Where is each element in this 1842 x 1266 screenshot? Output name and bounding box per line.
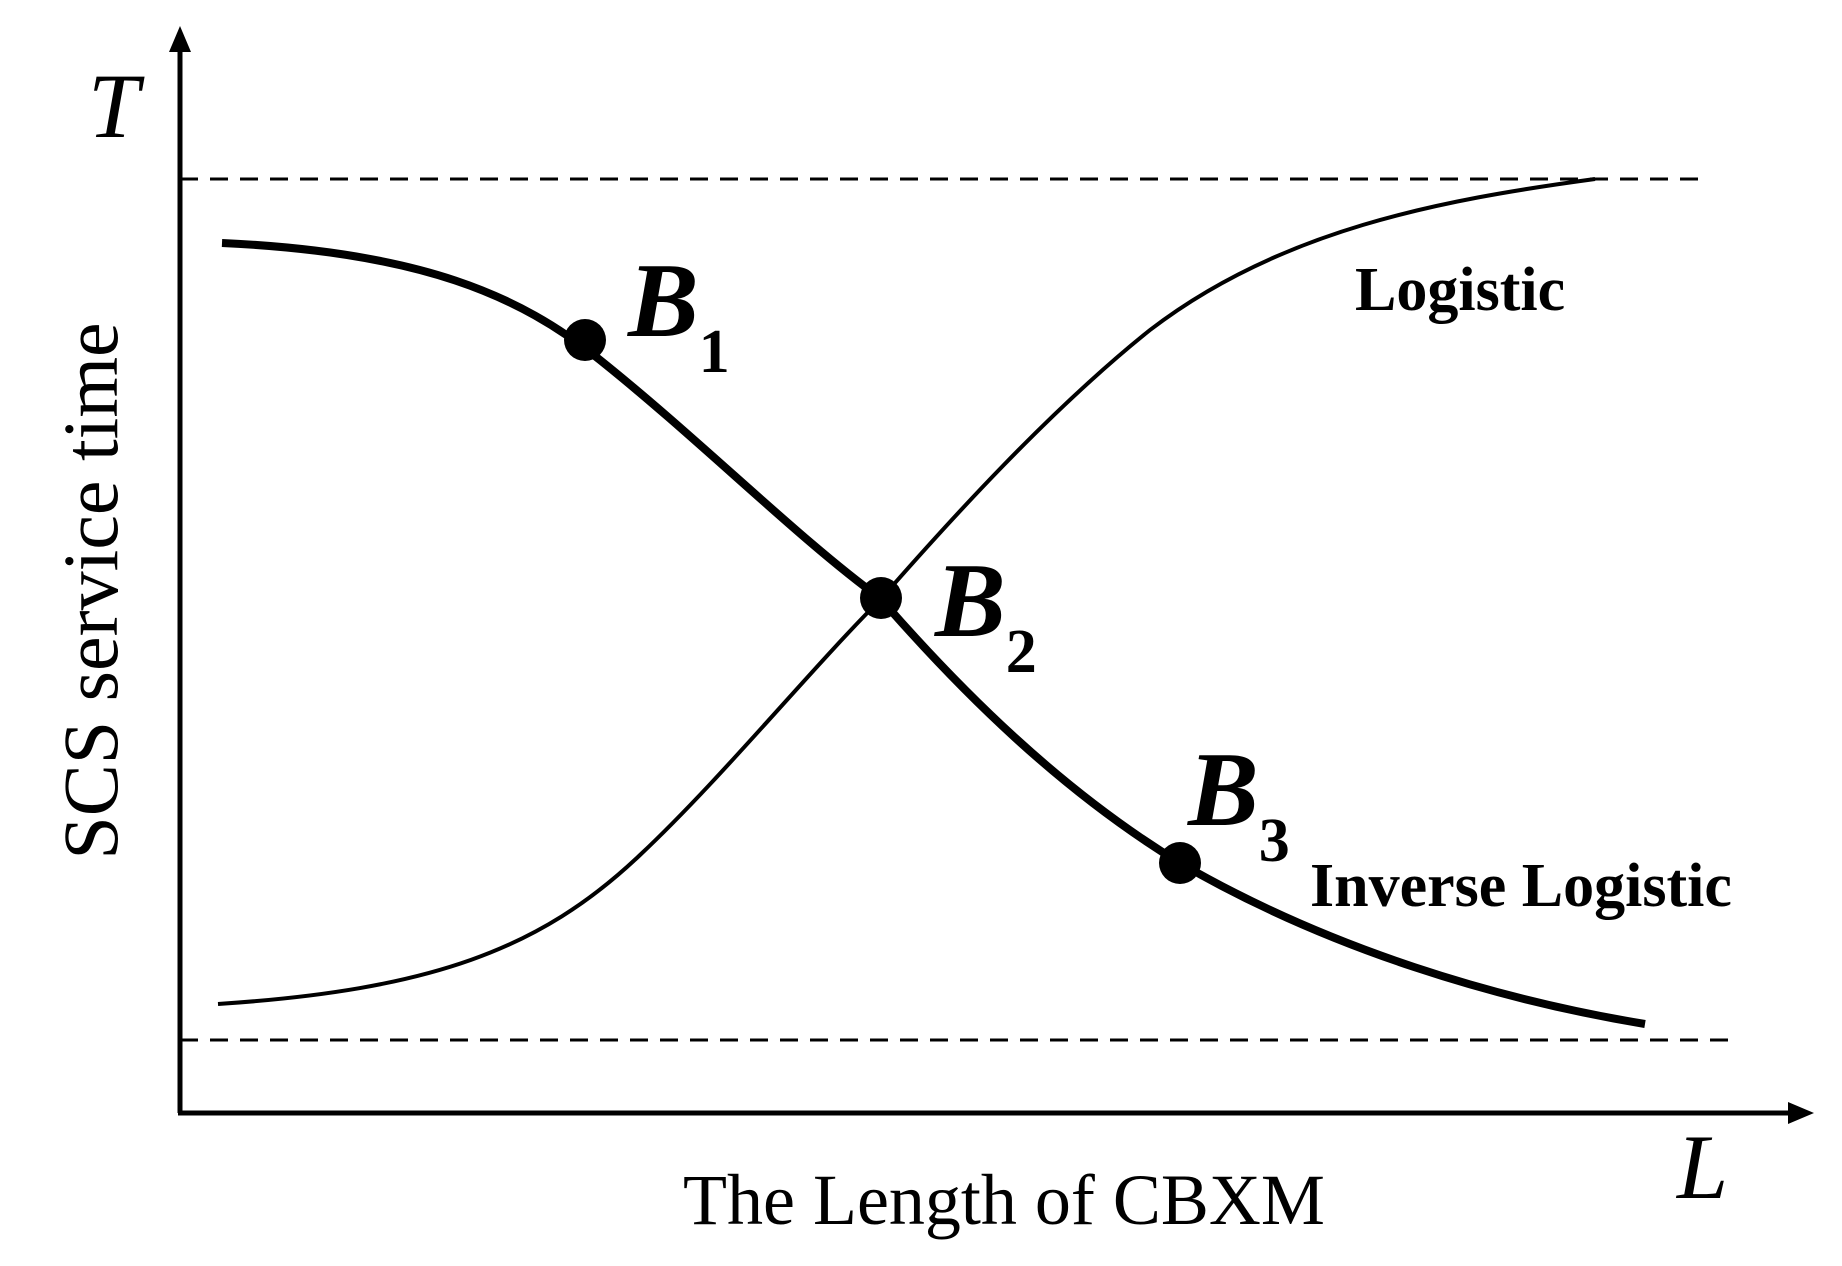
logistic-label: Logistic bbox=[1355, 256, 1565, 324]
y-axis-title: SCS service time bbox=[47, 322, 134, 859]
point-b1 bbox=[564, 319, 606, 361]
x-axis-arrowhead bbox=[1788, 1102, 1814, 1124]
y-axis-arrowhead bbox=[169, 26, 191, 52]
label-b3: B3 bbox=[1187, 731, 1290, 875]
x-axis-symbol: L bbox=[1675, 1116, 1728, 1218]
point-b2 bbox=[860, 577, 902, 619]
inverse-logistic-label: Inverse Logistic bbox=[1310, 852, 1732, 920]
label-b1: B1 bbox=[627, 242, 730, 386]
x-axis-title: The Length of CBXM bbox=[683, 1160, 1325, 1240]
label-b2: B2 bbox=[934, 542, 1037, 686]
point-b3 bbox=[1159, 842, 1201, 884]
y-axis-symbol: T bbox=[88, 55, 145, 157]
